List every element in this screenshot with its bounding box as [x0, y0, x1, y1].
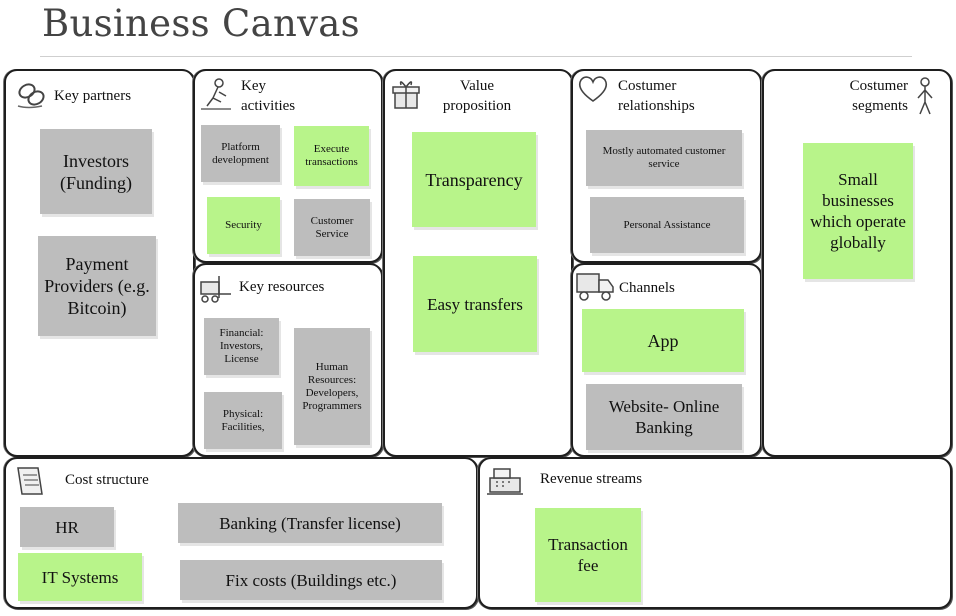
note-human-resources: Human Resources: Developers, Programmers	[294, 328, 370, 445]
key-activities-heading-line1: Key	[241, 78, 266, 94]
page-title: Business Canvas	[42, 2, 360, 45]
customer-segments-heading: Costumer segments	[800, 76, 908, 116]
note-it-systems: IT Systems	[18, 553, 142, 601]
note-investors: Investors (Funding)	[40, 129, 152, 214]
key-resources-heading: Key resources	[239, 279, 325, 295]
note-banking: Banking (Transfer license)	[178, 503, 442, 543]
note-customer-service: Customer Service	[294, 199, 370, 256]
note-transaction-fee: Transaction fee	[535, 508, 641, 602]
note-easy-transfers: Easy transfers	[413, 256, 537, 352]
title-divider	[40, 56, 912, 57]
key-partners-heading: Key partners	[54, 88, 132, 104]
value-proposition-heading: Value proposition	[437, 76, 517, 116]
note-automated-service: Mostly automated customer service	[586, 130, 742, 186]
note-security: Security	[207, 197, 280, 254]
customer-segments-heading-line2: segments	[852, 98, 908, 114]
forklift-icon	[200, 276, 231, 303]
note-hr: HR	[20, 507, 114, 547]
key-activities-heading-line2: activities	[241, 98, 296, 114]
person-standing-icon	[917, 77, 933, 115]
note-personal-assistance: Personal Assistance	[590, 197, 744, 253]
note-app: App	[582, 309, 744, 372]
cash-register-icon	[487, 468, 523, 495]
revenue-streams-heading: Revenue streams	[540, 471, 643, 487]
note-website: Website- Online Banking	[586, 384, 742, 450]
note-payment-providers: Payment Providers (e.g. Bitcoin)	[38, 236, 156, 336]
delivery-truck-icon	[576, 273, 614, 301]
note-financial: Financial: Investors, License	[204, 318, 279, 375]
heart-icon	[578, 76, 608, 102]
note-platform-development: Platform development	[201, 125, 280, 182]
value-proposition-heading-line2: proposition	[442, 98, 512, 114]
note-fix-costs: Fix costs (Buildings etc.)	[180, 560, 442, 600]
value-proposition-heading-line1: Value	[459, 78, 495, 94]
customer-relationships-heading: Costumer relationships	[618, 76, 695, 116]
gift-box-icon	[392, 81, 420, 109]
cost-structure-heading: Cost structure	[65, 472, 149, 488]
note-transparency: Transparency	[412, 132, 536, 227]
receipt-icon	[17, 467, 43, 495]
chain-link-icon	[17, 83, 45, 109]
note-physical: Physical: Facilities,	[204, 392, 282, 449]
customer-relationships-heading-line1: Costumer	[618, 78, 677, 94]
customer-segments-heading-line1: Costumer	[849, 78, 908, 94]
customer-relationships-heading-line2: relationships	[618, 98, 695, 114]
key-activities-heading: Key activities	[241, 76, 295, 116]
note-small-businesses: Small businesses which operate globally	[803, 143, 913, 279]
worker-icon	[201, 78, 231, 110]
channels-heading: Channels	[619, 280, 675, 296]
note-execute-transactions: Execute transactions	[294, 126, 369, 186]
